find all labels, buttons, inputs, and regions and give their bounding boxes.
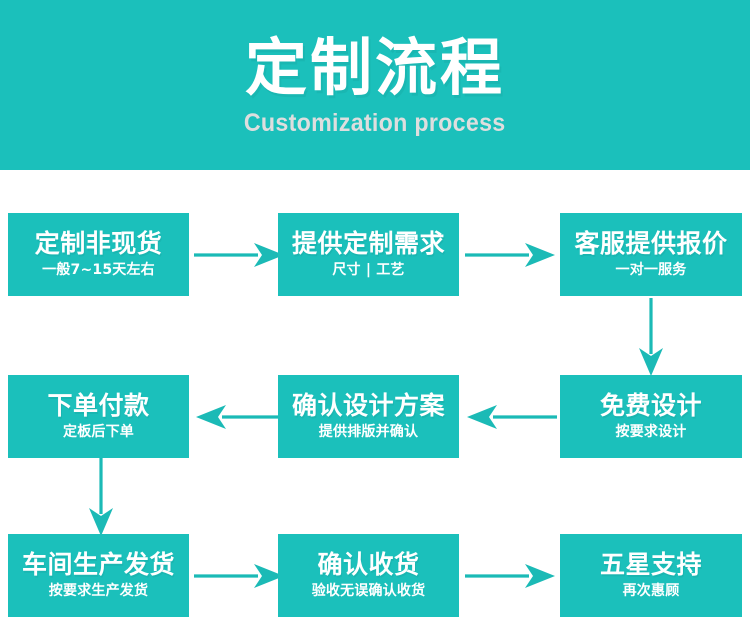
arrow-right-icon — [465, 240, 555, 270]
arrow-right-icon — [465, 561, 555, 591]
flow-step-row2-col1[interactable]: 下单付款 定板后下单 — [8, 375, 189, 458]
flow-step-row1-col3[interactable]: 客服提供报价 一对一服务 — [560, 213, 742, 296]
flow-step-title: 免费设计 — [599, 391, 702, 421]
arrow-left-icon — [196, 402, 286, 432]
flow-step-title: 下单付款 — [47, 391, 150, 421]
flow-step-title: 车间生产发货 — [21, 550, 175, 580]
flow-step-subtitle: 按要求设计 — [615, 424, 687, 441]
flow-step-title: 五星支持 — [599, 550, 702, 580]
flow-step-row1-col2[interactable]: 提供定制需求 尺寸 | 工艺 — [278, 213, 459, 296]
arrow-down-icon — [636, 298, 666, 376]
flow-step-title: 确认设计方案 — [291, 391, 445, 421]
arrow-right-icon — [194, 561, 284, 591]
flow-step-title: 客服提供报价 — [574, 229, 728, 259]
flow-step-subtitle: 再次惠顾 — [622, 583, 680, 600]
page-title: 定制流程 — [244, 31, 505, 105]
flow-step-row2-col3[interactable]: 免费设计 按要求设计 — [560, 375, 742, 458]
flow-step-subtitle: 按要求生产发货 — [48, 583, 149, 600]
flow-step-title: 提供定制需求 — [291, 229, 445, 259]
flow-step-subtitle: 定板后下单 — [63, 424, 134, 441]
flow-step-row3-col1[interactable]: 车间生产发货 按要求生产发货 — [8, 534, 189, 617]
flow-step-subtitle: 尺寸 | 工艺 — [332, 262, 405, 279]
flow-step-row1-col1[interactable]: 定制非现货 一般7~15天左右 — [8, 213, 189, 296]
flow-step-title: 定制非现货 — [34, 229, 163, 259]
flow-step-row2-col2[interactable]: 确认设计方案 提供排版并确认 — [278, 375, 459, 458]
arrow-left-icon — [467, 402, 557, 432]
flow-step-subtitle: 验收无误确认收货 — [311, 583, 426, 600]
flow-step-row3-col3[interactable]: 五星支持 再次惠顾 — [560, 534, 742, 617]
flow-step-row3-col2[interactable]: 确认收货 验收无误确认收货 — [278, 534, 459, 617]
page-subtitle: Customization process — [244, 108, 506, 137]
arrow-down-icon — [86, 458, 116, 536]
flow-step-subtitle: 提供排版并确认 — [318, 424, 419, 441]
flow-step-title: 确认收货 — [317, 550, 420, 580]
arrow-right-icon — [194, 240, 284, 270]
flow-step-subtitle: 一对一服务 — [615, 262, 687, 279]
header-banner: 定制流程 Customization process — [0, 0, 750, 170]
flow-step-subtitle: 一般7~15天左右 — [42, 262, 155, 279]
